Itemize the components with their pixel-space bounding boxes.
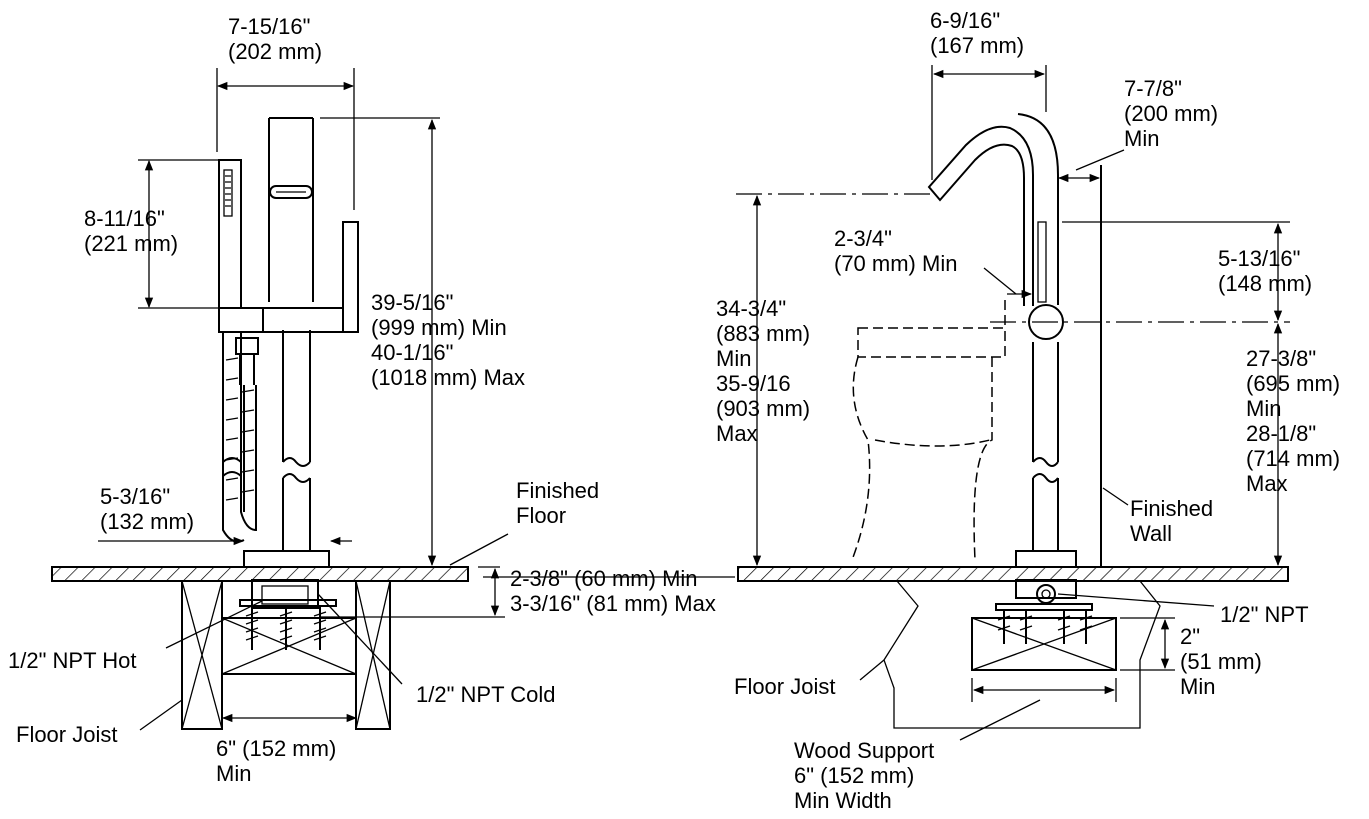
label-npt-right: 1/2" NPT (1220, 602, 1309, 627)
label-joist-gap-dim: 6" (152 mm)Min (216, 736, 337, 786)
label-tub-clearance-dim: 2-3/4"(70 mm) Min (834, 226, 958, 276)
right-floor-slab (737, 566, 1289, 582)
label-support-depth-dim: 2"(51 mm)Min (1180, 624, 1262, 699)
right-view (736, 65, 1290, 741)
left-floor-slab (51, 566, 469, 582)
label-reach-dim: 6-9/16"(167 mm) (930, 8, 1025, 58)
label-handle-dim: 5-13/16"(148 mm) (1218, 246, 1313, 296)
label-width-dim: 7-15/16"(202 mm) (228, 14, 323, 64)
label-floor-joist-right: Floor Joist (734, 674, 836, 699)
label-handshower-dim: 8-11/16"(221 mm) (84, 206, 179, 256)
label-height-dim: 39-5/16"(999 mm) Min 40-1/16"(1018 mm) M… (371, 290, 526, 390)
label-offset-dim: 5-3/16"(132 mm) (100, 484, 195, 534)
left-view (51, 68, 735, 731)
label-floor-joist-left: Floor Joist (16, 722, 118, 747)
label-npt-hot: 1/2" NPT Hot (8, 648, 137, 673)
left-joist-b (355, 580, 391, 730)
left-joist-a (181, 580, 223, 730)
label-npt-cold: 1/2" NPT Cold (416, 682, 556, 707)
label-wall-clearance-dim: 7-7/8"(200 mm)Min (1124, 76, 1219, 151)
wood-support-block (971, 617, 1117, 671)
